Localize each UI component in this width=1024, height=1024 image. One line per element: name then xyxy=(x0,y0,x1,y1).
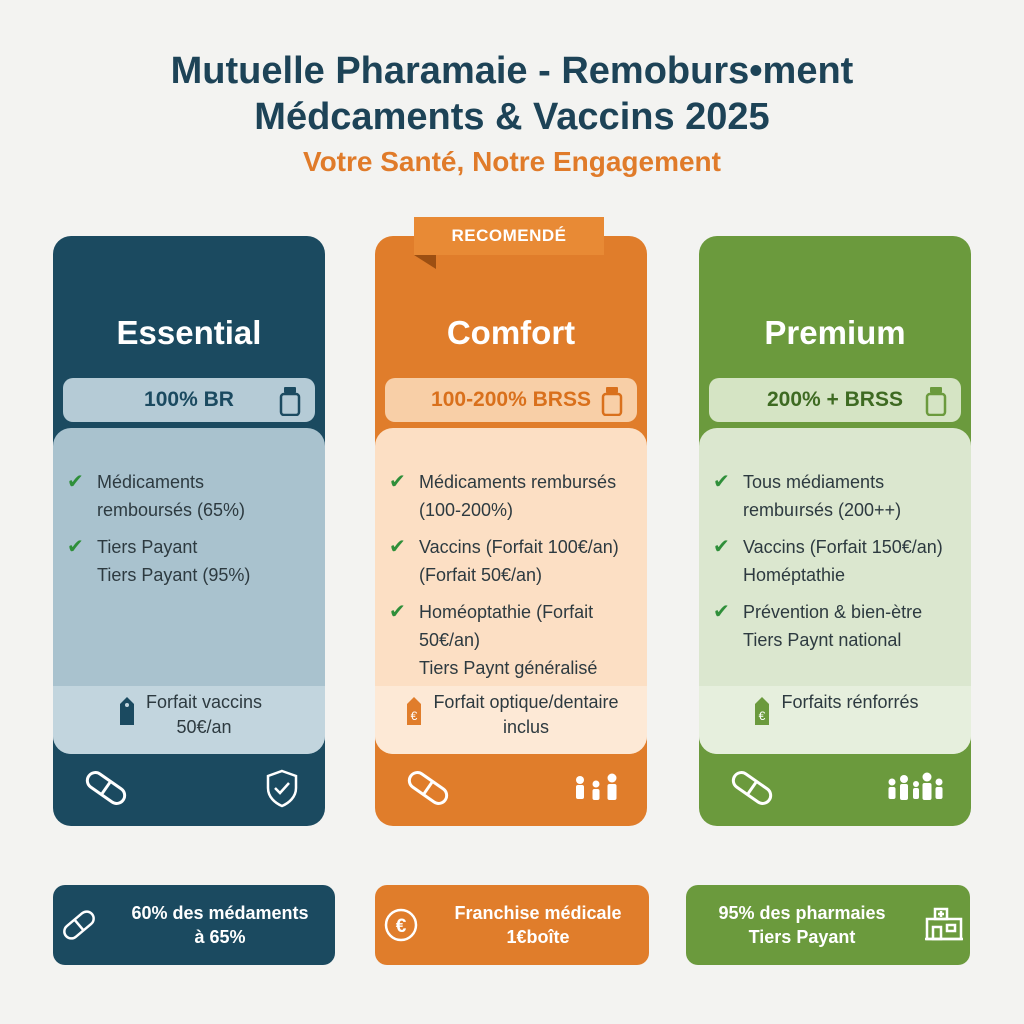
stat-card-franchise: € Franchise médicale 1€boîte xyxy=(375,885,649,965)
plan-rate-text: 200% + BRSS xyxy=(767,388,903,411)
euro-tag-icon: € xyxy=(751,696,773,733)
check-icon: ✔ xyxy=(389,601,406,623)
check-icon: ✔ xyxy=(713,536,730,558)
plan-name: Comfort xyxy=(446,314,576,351)
pill-icon xyxy=(79,768,133,813)
forfait-item: € Forfaits rénforrés xyxy=(699,690,971,733)
stat-card-pharmacies: 95% des pharmaies Tiers Payant xyxy=(686,885,970,965)
plan-rate-text: 100% BR xyxy=(144,388,234,411)
recommended-ribbon: RECOMENDÉ xyxy=(414,217,604,255)
price-tag-icon xyxy=(116,696,138,733)
forfait-item: Forfait vaccins 50€/an xyxy=(53,690,325,740)
plan-rate-text: 100-200% BRSS xyxy=(431,388,591,411)
feature-item: ✔Tous médiaments rembuırsés (200++) xyxy=(713,468,965,524)
medicine-bottle-icon xyxy=(279,386,301,422)
feature-item: ✔Vaccins (Forfait 150€/an) Homéptathie xyxy=(713,533,965,589)
shield-check-icon xyxy=(265,768,299,813)
plan-rate-badge: 100-200% BRSS xyxy=(385,378,637,422)
euro-coin-icon: € xyxy=(375,907,427,943)
feature-item: ✔Homéoptathie (Forfait 50€/an) Tiers Pay… xyxy=(389,598,641,682)
plan-rate-badge: 100% BR xyxy=(63,378,315,422)
check-icon: ✔ xyxy=(713,601,730,623)
ribbon-fold xyxy=(414,255,436,269)
page-subtitle: Votre Santé, Notre Engagement xyxy=(302,146,721,177)
plan-name: Essential xyxy=(116,314,262,351)
plan-features-panel: ✔Médicaments remboursés (65%) ✔Tiers Pay… xyxy=(53,428,325,754)
feature-item: ✔Prévention & bien-ètre Tiers Paynt nati… xyxy=(713,598,965,654)
forfait-band xyxy=(699,686,971,754)
plan-card-comfort[interactable]: Comfort 100-200% BRSS ✔Médicaments rembu… xyxy=(375,236,647,826)
forfait-item: € Forfait optique/dentaire inclus xyxy=(375,690,647,740)
svg-text:€: € xyxy=(759,709,766,723)
medicine-bottle-icon xyxy=(925,386,947,422)
plan-card-essential[interactable]: Essential 100% BR ✔Médicaments remboursé… xyxy=(53,236,325,826)
check-icon: ✔ xyxy=(713,471,730,493)
feature-item: ✔Vaccins (Forfait 100€/an) (Forfait 50€/… xyxy=(389,533,641,589)
plan-card-premium[interactable]: Premium 200% + BRSS ✔Tous médiaments rem… xyxy=(699,236,971,826)
page-title: Mutuelle Pharamaie - Remoburs•ment Médca… xyxy=(0,48,1024,140)
feature-item: ✔Médicaments remboursés (65%) xyxy=(67,468,319,524)
check-icon: ✔ xyxy=(389,471,406,493)
pill-icon xyxy=(401,768,455,813)
check-icon: ✔ xyxy=(67,536,84,558)
plan-name: Premium xyxy=(764,314,906,351)
check-icon: ✔ xyxy=(389,536,406,558)
family-icon xyxy=(571,768,621,813)
medicine-bottle-icon xyxy=(601,386,623,422)
feature-item: ✔Médicaments rembursés (100-200%) xyxy=(389,468,641,524)
page-title-line-1: Mutuelle Pharamaie - Remoburs•ment xyxy=(170,50,854,92)
pharmacy-icon xyxy=(918,907,970,943)
large-family-icon xyxy=(885,768,945,813)
stat-card-medications: 60% des médaments à 65% xyxy=(53,885,335,965)
svg-text:€: € xyxy=(396,916,407,937)
pill-icon xyxy=(725,768,779,813)
page-title-line-2: Médcaments & Vaccins 2025 xyxy=(254,96,770,138)
plan-rate-badge: 200% + BRSS xyxy=(709,378,961,422)
check-icon: ✔ xyxy=(67,471,84,493)
forfait-band xyxy=(53,686,325,754)
euro-tag-icon: € xyxy=(403,696,425,733)
feature-item: ✔Tiers Payant Tiers Payant (95%) xyxy=(67,533,319,589)
svg-text:€: € xyxy=(411,709,418,723)
plan-features-panel: ✔Tous médiaments rembuırsés (200++) ✔Vac… xyxy=(699,428,971,754)
plan-features-panel: ✔Médicaments rembursés (100-200%) ✔Vacci… xyxy=(375,428,647,754)
pill-icon xyxy=(53,908,105,942)
